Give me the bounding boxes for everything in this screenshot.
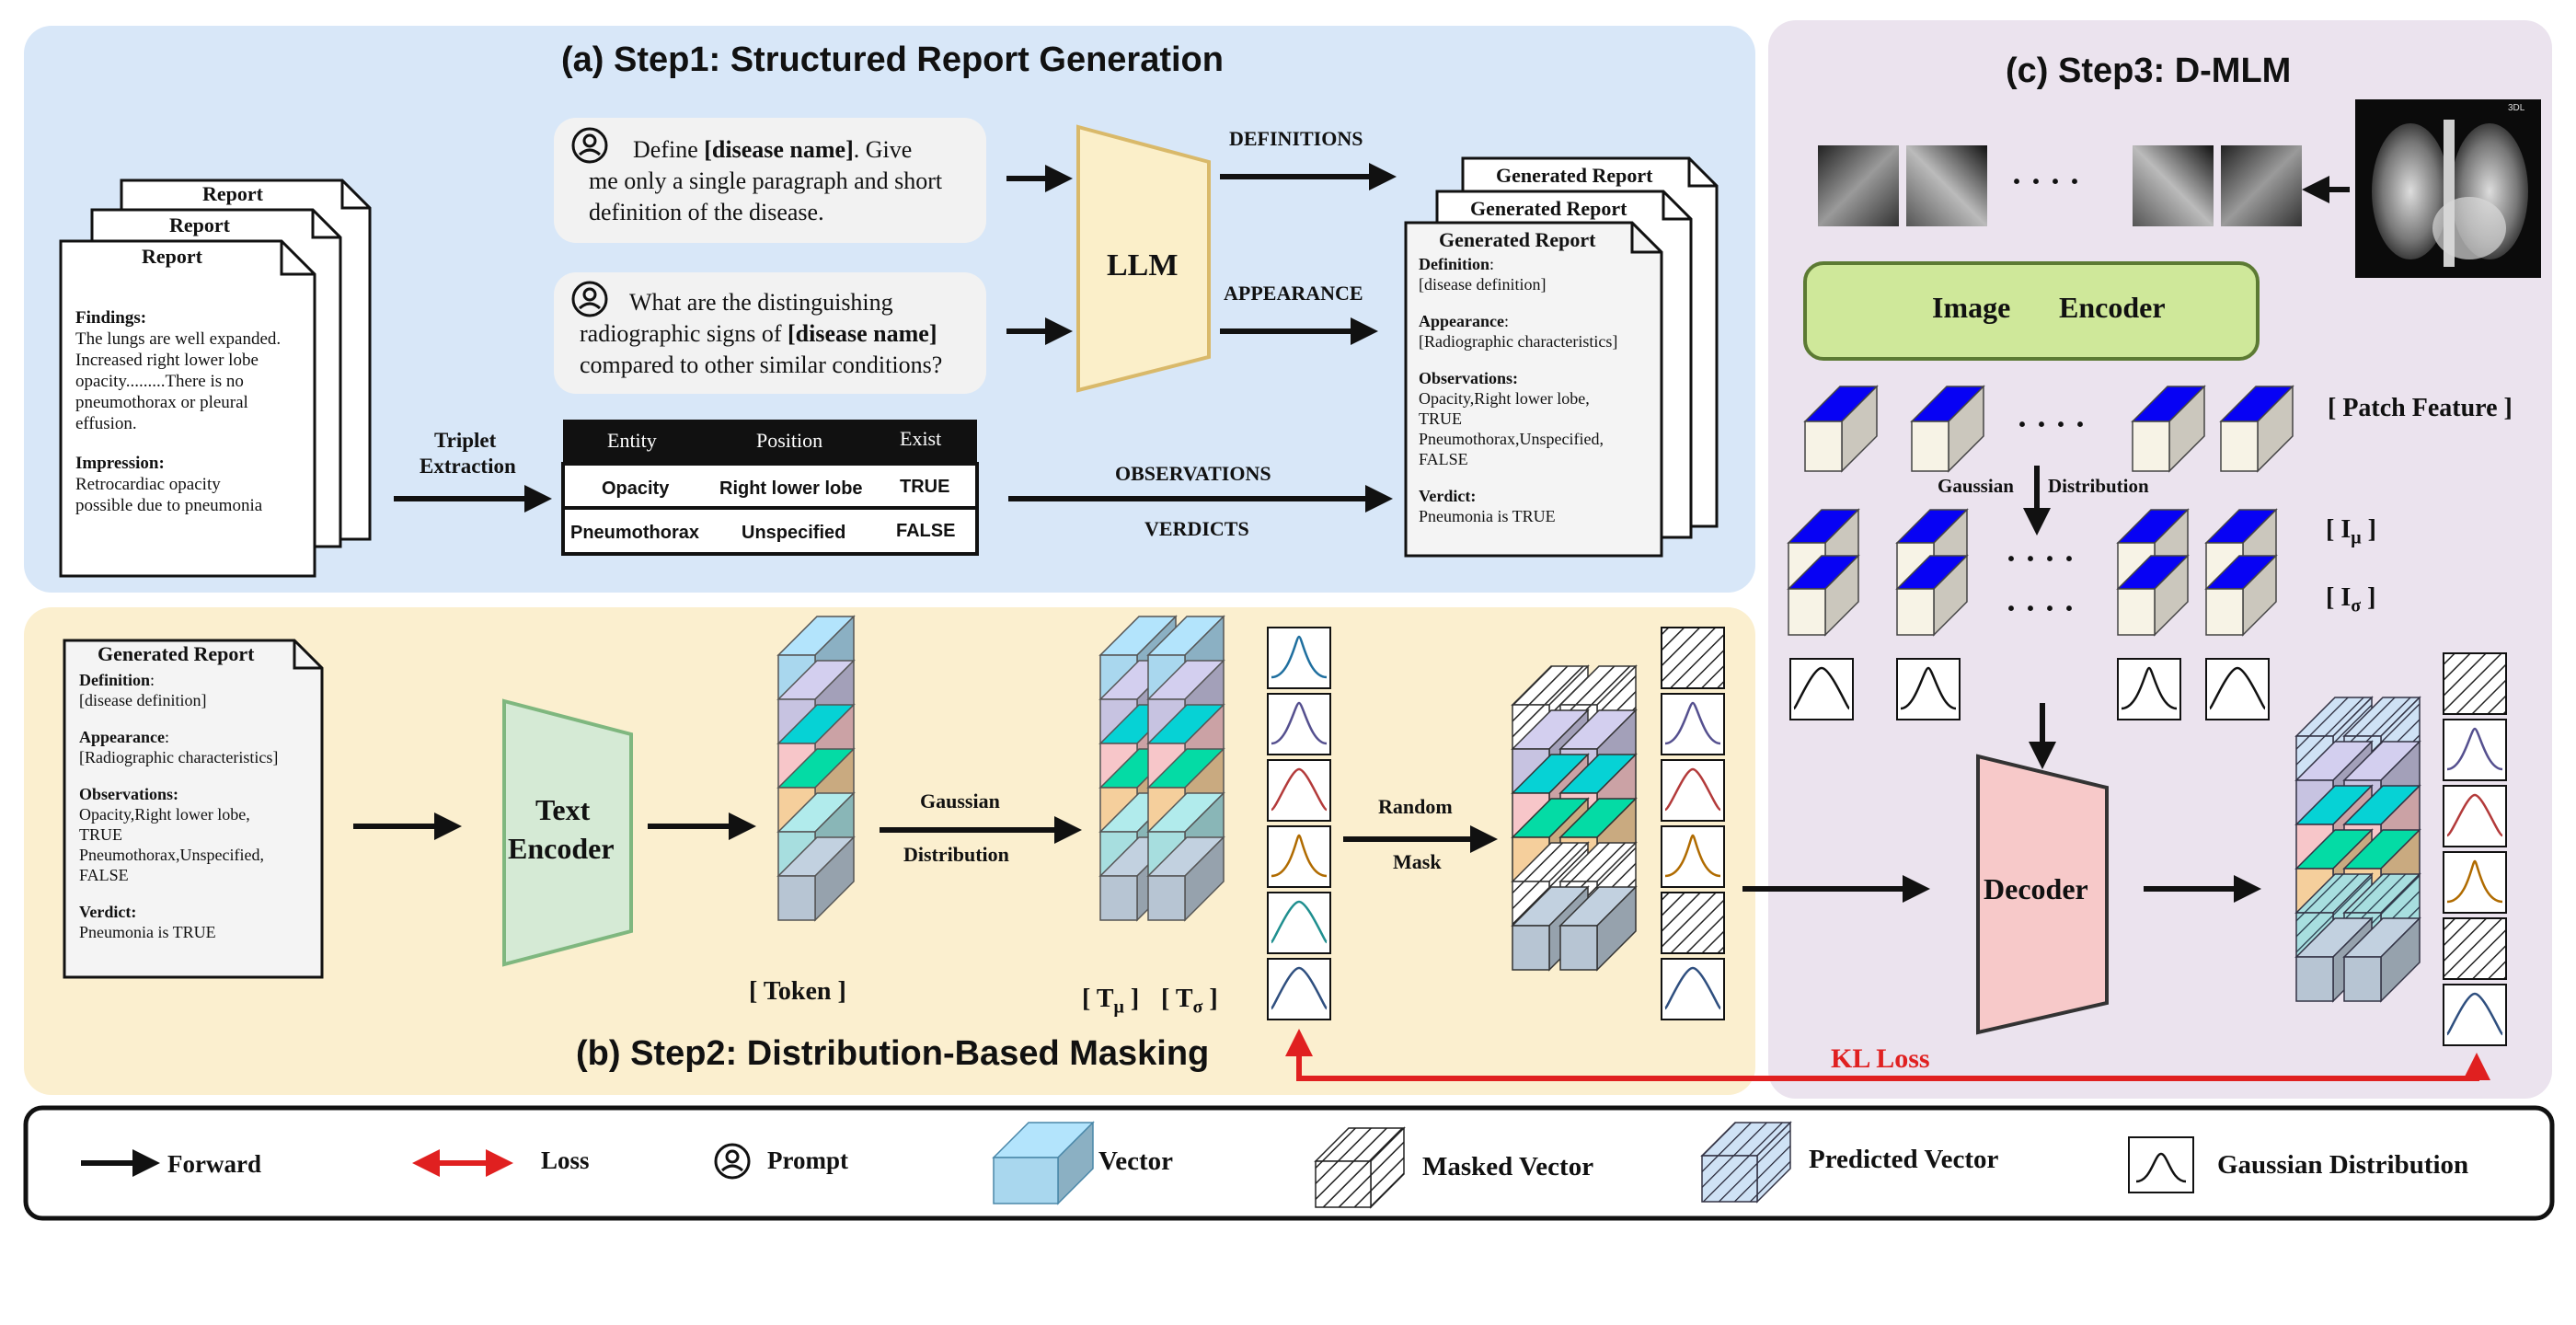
token-vector-5 bbox=[776, 835, 856, 922]
t-sigma-vector-5 bbox=[1146, 835, 1225, 922]
prompt-icon bbox=[571, 127, 608, 317]
legend-predicted-vector-icon bbox=[1700, 1121, 1792, 1204]
distribution-box-3 bbox=[1661, 825, 1725, 888]
distribution-box-1 bbox=[1661, 693, 1725, 755]
legend-vector-cube bbox=[992, 1121, 1095, 1205]
patch-features bbox=[1803, 385, 2294, 473]
step3-gaussian-boxes bbox=[1789, 658, 2270, 720]
report-stack bbox=[59, 179, 372, 578]
chest-xray-image bbox=[2355, 99, 2541, 278]
distribution-box-5 bbox=[1661, 958, 1725, 1020]
i-sigma-feature-1 bbox=[1895, 554, 1969, 637]
llm-block bbox=[1076, 124, 1211, 393]
distribution-box-1 bbox=[1267, 693, 1331, 755]
image-encoder-block bbox=[1803, 261, 2260, 361]
distribution-box-2 bbox=[1661, 759, 1725, 822]
distribution-box-3 bbox=[1267, 825, 1331, 888]
masked-distribution-column bbox=[1661, 627, 1725, 1020]
legend-vector-icon bbox=[992, 1121, 1095, 1205]
t-sigma-stack bbox=[1146, 615, 1225, 922]
distribution-box-0 bbox=[1661, 627, 1725, 689]
text-encoder-block bbox=[502, 698, 633, 967]
i-sigma-feature-2 bbox=[2116, 554, 2190, 637]
distribution-box-0 bbox=[1267, 627, 1331, 689]
i-mu-sigma-stacks bbox=[1787, 508, 2278, 637]
step2-report-doc bbox=[63, 639, 324, 979]
predicted-vector-b-5 bbox=[2342, 916, 2421, 1003]
i-sigma-feature-0 bbox=[1787, 554, 1860, 637]
generated-report-stack bbox=[1404, 156, 1719, 558]
legend-box bbox=[23, 1105, 2555, 1221]
distribution-box-2 bbox=[1267, 759, 1331, 822]
legend-pred-cube bbox=[1700, 1121, 1792, 1204]
distribution-box-3 bbox=[2443, 851, 2507, 914]
distribution-box-5 bbox=[1267, 958, 1331, 1020]
distribution-box-5 bbox=[2443, 984, 2507, 1046]
masked-vector-b-5 bbox=[1558, 885, 1638, 972]
legend-masked-cube bbox=[1314, 1126, 1406, 1209]
xray-patches bbox=[1818, 145, 2302, 226]
patch-feature-2 bbox=[2131, 385, 2206, 473]
predicted-stack bbox=[2294, 696, 2421, 1003]
step3-gaussian-2 bbox=[2117, 658, 2181, 720]
step3-gaussian-3 bbox=[2205, 658, 2270, 720]
i-sigma-feature-3 bbox=[2204, 554, 2278, 637]
legend-prompt-icon bbox=[714, 1143, 751, 1180]
decoder-block bbox=[1976, 754, 2109, 1035]
triplet-table bbox=[561, 420, 979, 556]
legend-masked-vector-icon bbox=[1314, 1126, 1406, 1209]
step3-gaussian-0 bbox=[1789, 658, 1854, 720]
distribution-box-4 bbox=[1661, 892, 1725, 954]
masked-stack bbox=[1511, 664, 1638, 972]
token-stack bbox=[776, 615, 856, 922]
legend-gaussian-icon bbox=[2128, 1136, 2194, 1193]
prompt-bubble-appearance bbox=[554, 272, 986, 394]
step3-gaussian-1 bbox=[1896, 658, 1961, 720]
distribution-column-step2 bbox=[1267, 627, 1331, 1020]
distribution-box-0 bbox=[2443, 652, 2507, 715]
patch-feature-0 bbox=[1803, 385, 1879, 473]
patch-feature-3 bbox=[2219, 385, 2294, 473]
distribution-box-1 bbox=[2443, 719, 2507, 781]
patch-feature-1 bbox=[1910, 385, 1985, 473]
prompt-bubble-definition bbox=[554, 118, 986, 243]
distribution-box-2 bbox=[2443, 785, 2507, 847]
kl-loss-arrow bbox=[1285, 1029, 2490, 1081]
distribution-box-4 bbox=[1267, 892, 1331, 954]
distribution-box-4 bbox=[2443, 917, 2507, 980]
